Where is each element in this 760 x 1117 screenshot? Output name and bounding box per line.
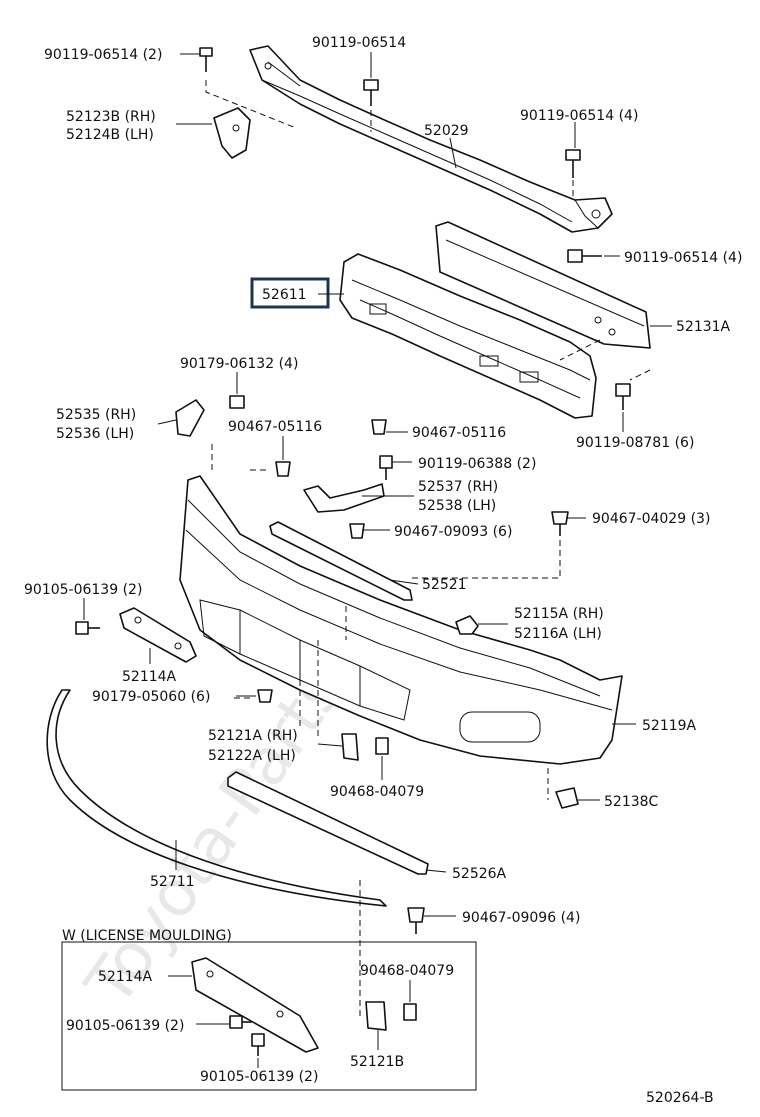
clip-icon (407, 907, 425, 934)
bolt-icon (379, 455, 393, 480)
strip-52526a (227, 771, 429, 875)
nut-icon (375, 737, 389, 755)
plate-52131a (435, 221, 651, 349)
callout-52123b: 52123B (RH) (66, 109, 156, 125)
clip-icon (257, 689, 273, 703)
strip-52521 (269, 521, 413, 601)
callout-52521: 52521 (422, 577, 467, 593)
bracket-52123b (213, 107, 251, 159)
callout-90468-04079-a: 90468-04079 (330, 784, 424, 800)
highlight-box-52611 (250, 277, 330, 309)
callout-52122a: 52122A (LH) (208, 748, 296, 764)
callout-90105-06139-b: 90105-06139 (2) (66, 1018, 184, 1034)
bracket-52114a-w (191, 957, 319, 1053)
clip-52115a (455, 615, 479, 635)
callout-52711: 52711 (150, 874, 195, 890)
bolt-icon (565, 149, 581, 178)
callout-90119-06388: 90119-06388 (2) (418, 456, 536, 472)
callout-90467-05116-a: 90467-05116 (228, 419, 322, 435)
license-moulding-box (61, 941, 477, 1091)
callout-52138c: 52138C (604, 794, 659, 810)
callout-52526a: 52526A (452, 866, 507, 882)
callout-90105-06139-a: 90105-06139 (2) (24, 582, 142, 598)
callout-90119-06514-2: 90119-06514 (2) (44, 47, 162, 63)
clip-icon (551, 511, 569, 536)
callout-90119-06514-4b: 90119-06514 (4) (624, 250, 742, 266)
callout-52029: 52029 (424, 123, 469, 139)
bolt-icon (75, 621, 100, 635)
energy-absorber-52611 (339, 253, 597, 419)
callout-52115a: 52115A (RH) (514, 606, 604, 622)
bracket-52121b (365, 1001, 387, 1031)
bracket-52535 (175, 399, 205, 437)
moulding-52711 (46, 689, 387, 907)
callout-90119-06514: 90119-06514 (312, 35, 406, 51)
callout-52121a: 52121A (RH) (208, 728, 298, 744)
bolt-icon (251, 1033, 265, 1056)
callout-90468-04079-b: 90468-04079 (360, 963, 454, 979)
callout-52537: 52537 (RH) (418, 479, 498, 495)
nut-icon (229, 395, 245, 409)
callout-52119a: 52119A (642, 718, 697, 734)
clip-52138c (555, 787, 579, 809)
clip-icon (349, 523, 365, 539)
callout-90179-05060: 90179-05060 (6) (92, 689, 210, 705)
callout-52131a: 52131A (676, 319, 731, 335)
callout-52611: 52611 (262, 287, 307, 303)
bolt-icon (615, 383, 631, 410)
callout-52535: 52535 (RH) (56, 407, 136, 423)
retainer-52537 (303, 483, 385, 513)
clip-icon (371, 419, 387, 435)
callout-90179-06132: 90179-06132 (4) (180, 356, 298, 372)
bracket-52114a (119, 607, 197, 663)
reinforcement-52029 (249, 45, 613, 233)
callout-52114a: 52114A (122, 669, 177, 685)
callout-90119-08781: 90119-08781 (6) (576, 435, 694, 451)
callout-90467-09093: 90467-09093 (6) (394, 524, 512, 540)
callout-90467-05116-b: 90467-05116 (412, 425, 506, 441)
diagram-code: 520264-B (646, 1090, 714, 1106)
license-moulding-title: W (LICENSE MOULDING) (62, 928, 232, 944)
callout-52116a: 52116A (LH) (514, 626, 602, 642)
bolt-icon (199, 47, 213, 72)
bolt-icon (229, 1015, 252, 1029)
callout-90467-04029: 90467-04029 (3) (592, 511, 710, 527)
callout-52536: 52536 (LH) (56, 426, 134, 442)
bracket-52121a (341, 733, 359, 761)
callout-90467-09096: 90467-09096 (4) (462, 910, 580, 926)
callout-52124b: 52124B (LH) (66, 127, 154, 143)
callout-90119-06514-4a: 90119-06514 (4) (520, 108, 638, 124)
callout-90105-06139-c: 90105-06139 (2) (200, 1069, 318, 1085)
bumper-cover-52119a (179, 475, 623, 765)
callout-52114a-w: 52114A (98, 969, 153, 985)
clip-icon (275, 461, 291, 477)
bolt-icon (567, 249, 602, 263)
callout-52538: 52538 (LH) (418, 498, 496, 514)
nut-icon (403, 1003, 417, 1021)
callout-52121b: 52121B (350, 1054, 404, 1070)
bolt-icon (363, 79, 379, 106)
